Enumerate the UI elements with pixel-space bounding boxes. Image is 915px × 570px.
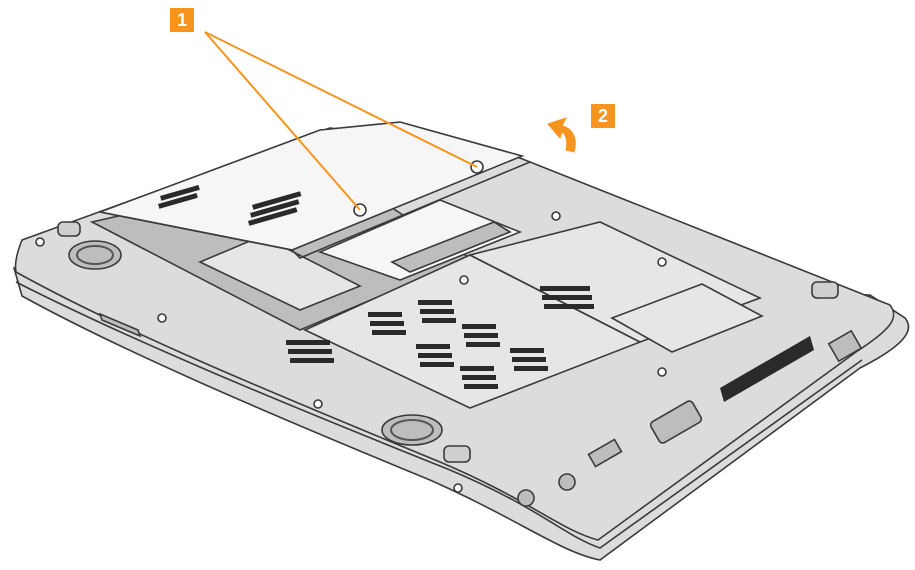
audio-jack-icon: [559, 474, 575, 490]
screw-icon: [460, 276, 468, 284]
rubber-foot-icon: [58, 222, 80, 236]
callout-1-label: 1: [170, 8, 194, 32]
screw-icon: [158, 314, 166, 322]
screw-icon: [314, 400, 322, 408]
callout-2-label: 2: [591, 104, 615, 128]
speaker-grille-icon: [69, 241, 121, 269]
lift-arrow-icon: [548, 118, 575, 152]
speaker-grille-icon: [382, 415, 442, 445]
rubber-foot-icon: [812, 282, 838, 298]
screw-icon: [552, 212, 560, 220]
screw-icon: [454, 484, 462, 492]
screw-icon: [36, 238, 44, 246]
screw-icon: [658, 258, 666, 266]
audio-jack-icon: [518, 490, 534, 506]
rubber-foot-icon: [444, 446, 470, 462]
screw-icon: [658, 368, 666, 376]
